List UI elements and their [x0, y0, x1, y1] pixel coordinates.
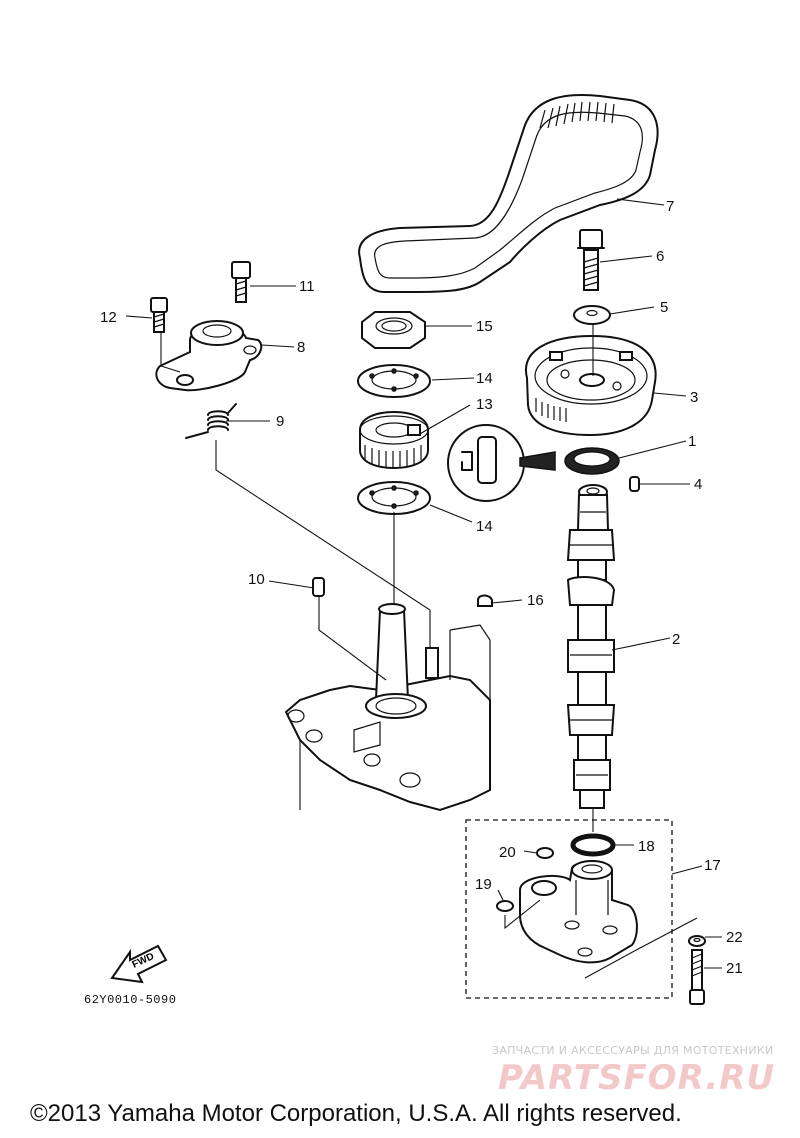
drive-pulley [359, 410, 429, 470]
plate-upper [357, 364, 431, 398]
callout-15: 15 [476, 318, 493, 335]
callout-6: 6 [656, 248, 664, 265]
callout-21: 21 [726, 960, 743, 977]
watermark-logo: PARTSFOR.RU [498, 1058, 776, 1098]
callout-16: 16 [527, 592, 544, 609]
callout-14-lower: 14 [476, 518, 493, 535]
callout-13: 13 [476, 396, 493, 413]
leader-lines [125, 198, 722, 979]
oil-pump [519, 860, 638, 964]
washer [573, 305, 611, 325]
drive-nut [361, 311, 426, 349]
callout-19: 19 [475, 876, 492, 893]
callout-8: 8 [297, 339, 305, 356]
o-ring [570, 833, 616, 857]
callout-11: 11 [299, 278, 315, 295]
callout-5: 5 [660, 299, 668, 316]
callout-14-upper: 14 [476, 370, 493, 387]
callout-22: 22 [726, 929, 743, 946]
seal-washer [688, 935, 706, 947]
copyright-notice: ©2013 Yamaha Motor Corporation, U.S.A. A… [30, 1100, 682, 1127]
oil-pump-assembly-box [465, 819, 673, 999]
belt-tensioner [155, 320, 263, 392]
cylinder-block [284, 603, 491, 812]
callout-9: 9 [276, 413, 284, 430]
tensioner-dowel [312, 577, 325, 597]
tensioner-bolt [231, 261, 251, 303]
camshaft [566, 484, 616, 809]
callout-1: 1 [688, 433, 696, 450]
forward-arrow: FWD [110, 944, 168, 984]
cam-pulley [524, 334, 657, 437]
watermark-tagline: ЗАПЧАСТИ И АКСЕССУАРЫ ДЛЯ МОТОТЕХНИКИ [492, 1044, 774, 1057]
callout-2: 2 [672, 631, 680, 648]
tensioner-spring [185, 403, 237, 439]
dowel-pin [629, 476, 640, 492]
pump-bolt [689, 949, 705, 1005]
callout-18: 18 [638, 838, 655, 855]
cam-pulley-bolt [577, 229, 605, 291]
callout-7: 7 [666, 198, 674, 215]
callout-20: 20 [499, 844, 516, 861]
callout-10: 10 [248, 571, 265, 588]
callout-3: 3 [690, 389, 698, 406]
oil-seal [564, 447, 620, 475]
pivot-bolt [150, 297, 168, 333]
timing-belt [358, 94, 659, 293]
callout-numbers: 1 2 3 4 5 6 7 8 9 10 11 12 13 14 14 15 1… [100, 198, 743, 977]
woodruff-key [477, 594, 493, 607]
callout-17: 17 [704, 857, 721, 874]
pump-small-o-ring [536, 847, 554, 859]
drawing-code: 62Y0010-5090 [84, 993, 177, 1007]
pump-dowel [496, 900, 514, 912]
plate-lower [357, 481, 431, 515]
callout-12: 12 [100, 309, 117, 326]
callout-4: 4 [694, 476, 702, 493]
seal-detail-inset [447, 424, 556, 502]
